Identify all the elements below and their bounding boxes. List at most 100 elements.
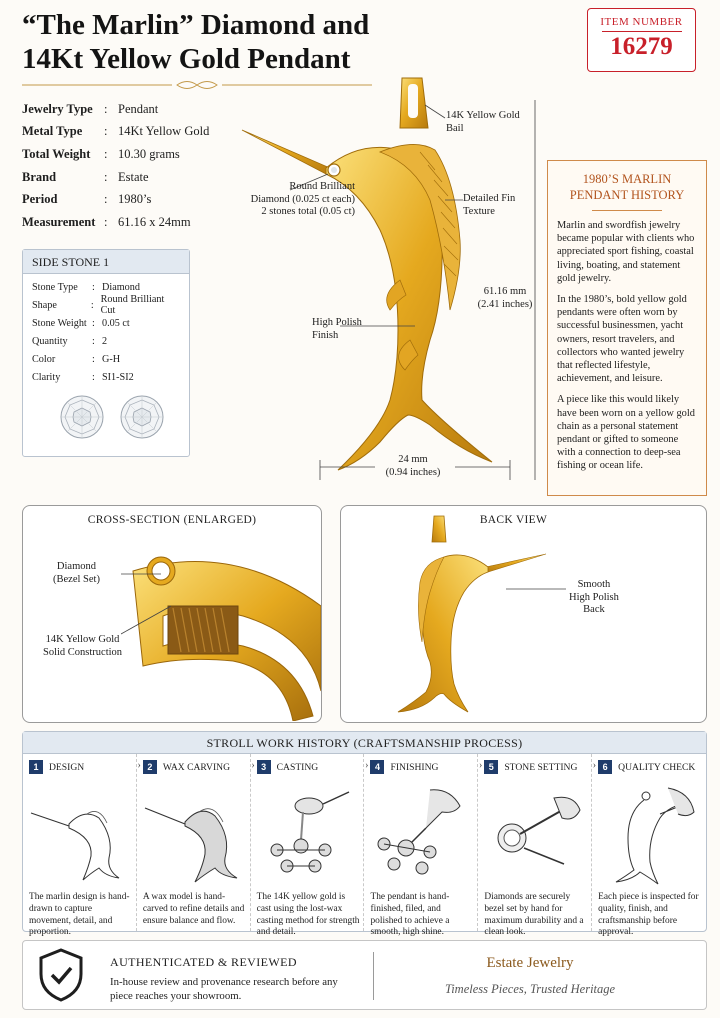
step-number: 3 [256,760,271,774]
auth-title: AUTHENTICATED & REVIEWED [110,955,297,969]
side-stone-key: Quantity [32,335,68,347]
step-text: A wax model is hand-carved to refine det… [142,892,245,926]
bail-callout: 14K Yellow Gold Bail [446,110,520,134]
spec-key: Period [22,192,58,207]
title-line-2: 14Kt Yellow Gold Pendant [22,43,351,75]
marlin-pendant-image [241,77,536,480]
side-stone-box: SIDE STONE 1 Stone Type:Diamond Shape:Ro… [22,249,190,457]
step-name: CASTING [276,761,319,773]
spec-row: Brand:Estate [22,166,242,189]
cross-section-title: CROSS-SECTION (ENLARGED) [87,514,257,526]
step-number: 4 [370,760,385,774]
history-paragraph: Marlin and swordfish jewelry became popu… [557,220,695,284]
item-number-box: ITEM NUMBER 16279 [587,8,696,72]
step-number: 2 [142,760,157,774]
brand-tagline: Timeless Pieces, Trusted Heritage [444,982,616,996]
side-stone-title: SIDE STONE 1 [23,250,189,274]
step-number: 6 [598,760,613,774]
side-stone-key: Clarity [32,371,61,383]
side-stone-value: Round Brilliant Cut [100,294,165,316]
stone-setting-icon [497,796,581,865]
step-name: DESIGN [49,761,85,773]
design-sketch-icon [30,811,120,881]
auth-text: In-house review and provenance research … [110,976,338,1002]
side-stone-row: Quantity:2 [32,335,108,347]
spec-key: Total Weight [22,146,91,161]
finishing-tools-icon [377,789,462,875]
casting-crucible-icon [270,791,349,873]
height-callout: 61.16 mm (2.41 inches) [477,286,533,310]
step-text: The pendant is hand-finished, filed, and… [370,892,450,938]
side-stone-value: Diamond [102,281,140,293]
quality-check-icon [615,787,695,885]
step-name: QUALITY CHECK [618,761,696,773]
step-text: Diamonds are securely bezel set by hand … [484,892,584,938]
width-callout: 24 mm (0.94 inches) [385,454,441,478]
wax-carving-icon [144,807,238,883]
spec-row: Total Weight:10.30 grams [22,143,242,166]
spec-value: 1980’s [118,192,152,207]
process-step: 6 QUALITY CHECK Each piece is inspected f… [592,754,706,937]
bezel-callout: Diamond (Bezel Set) [53,561,100,585]
spec-row: Period:1980’s [22,188,242,211]
side-stone-key: Shape [32,299,57,311]
item-number-value: 16279 [610,33,673,60]
side-stone-value: SI1-SI2 [102,371,134,383]
process-title: STROLL WORK HISTORY (CRAFTSMANSHIP PROCE… [23,732,706,754]
history-box: 1980’S MARLIN PENDANT HISTORY Marlin and… [547,160,707,496]
side-stone-row: Clarity:SI1-SI2 [32,371,134,383]
spec-key: Brand [22,169,57,184]
title-line-1: “The Marlin” Diamond and [22,9,370,41]
title-ornament-divider [22,81,372,89]
spec-row: Measurement:61.16 x 24mm [22,211,242,234]
spec-table: Jewelry Type:Pendant Metal Type:14Kt Yel… [22,98,242,234]
step-number: 5 [484,760,499,774]
spec-key: Jewelry Type [22,101,93,116]
side-stone-row: Color:G-H [32,353,121,365]
diamond-gem-icon [60,395,104,439]
history-title: 1980’S MARLIN PENDANT HISTORY [569,172,685,202]
step-text: Each piece is inspected for quality, fin… [598,892,699,938]
side-stone-key: Stone Type [32,281,78,293]
spec-value: 14Kt Yellow Gold [118,124,210,139]
side-stone-row: Shape:Round Brilliant Cut [32,294,180,316]
spec-row: Jewelry Type:Pendant [22,98,242,121]
diamond-gem-icon [120,395,164,439]
back-view-image [397,515,547,713]
step-text: The 14K yellow gold is cast using the lo… [256,892,360,938]
back-view-callout: Smooth High Polish Back [569,579,619,615]
step-name: FINISHING [390,761,439,773]
side-stone-value: G-H [102,353,121,365]
brand-name: Estate Jewelry [486,955,574,971]
spec-key: Metal Type [22,124,83,139]
diamond-callout: Round Brilliant Diamond (0.025 ct each) … [250,181,355,217]
spec-key: Measurement [22,214,96,229]
back-view-panel: BACK VIEW Smooth High Polish Back [340,505,707,723]
polish-callout: High Polish Finish [312,317,362,341]
spec-value: Estate [118,169,149,184]
solid-construction-callout: 14K Yellow Gold Solid Construction [43,634,123,658]
spec-value: Pendant [118,101,159,116]
cross-section-panel: CROSS-SECTION (ENLARGED) Diamond (Bezel … [22,505,322,723]
page-title: “The Marlin” Diamond and 14Kt Yellow Gol… [22,8,402,76]
step-name: STONE SETTING [504,761,578,773]
side-stone-value: 2 [102,335,108,347]
craftsmanship-process: STROLL WORK HISTORY (CRAFTSMANSHIP PROCE… [22,731,707,937]
history-paragraph: A piece like this would likely have been… [557,394,695,472]
fin-callout: Detailed Fin Texture [463,193,516,217]
side-stone-value: 0.05 ct [102,317,130,329]
history-paragraph: In the 1980’s, bold yellow gold pendants… [557,294,687,385]
side-stone-row: Stone Type:Diamond [32,281,140,293]
shield-check-icon [39,948,83,1002]
spec-value: 61.16 x 24mm [118,214,191,229]
step-number: 1 [29,760,43,774]
back-view-title: BACK VIEW [479,514,548,526]
spec-row: Metal Type:14Kt Yellow Gold [22,121,242,144]
item-number-label: ITEM NUMBER [600,16,683,28]
step-text: The marlin design is hand-drawn to captu… [29,892,130,938]
